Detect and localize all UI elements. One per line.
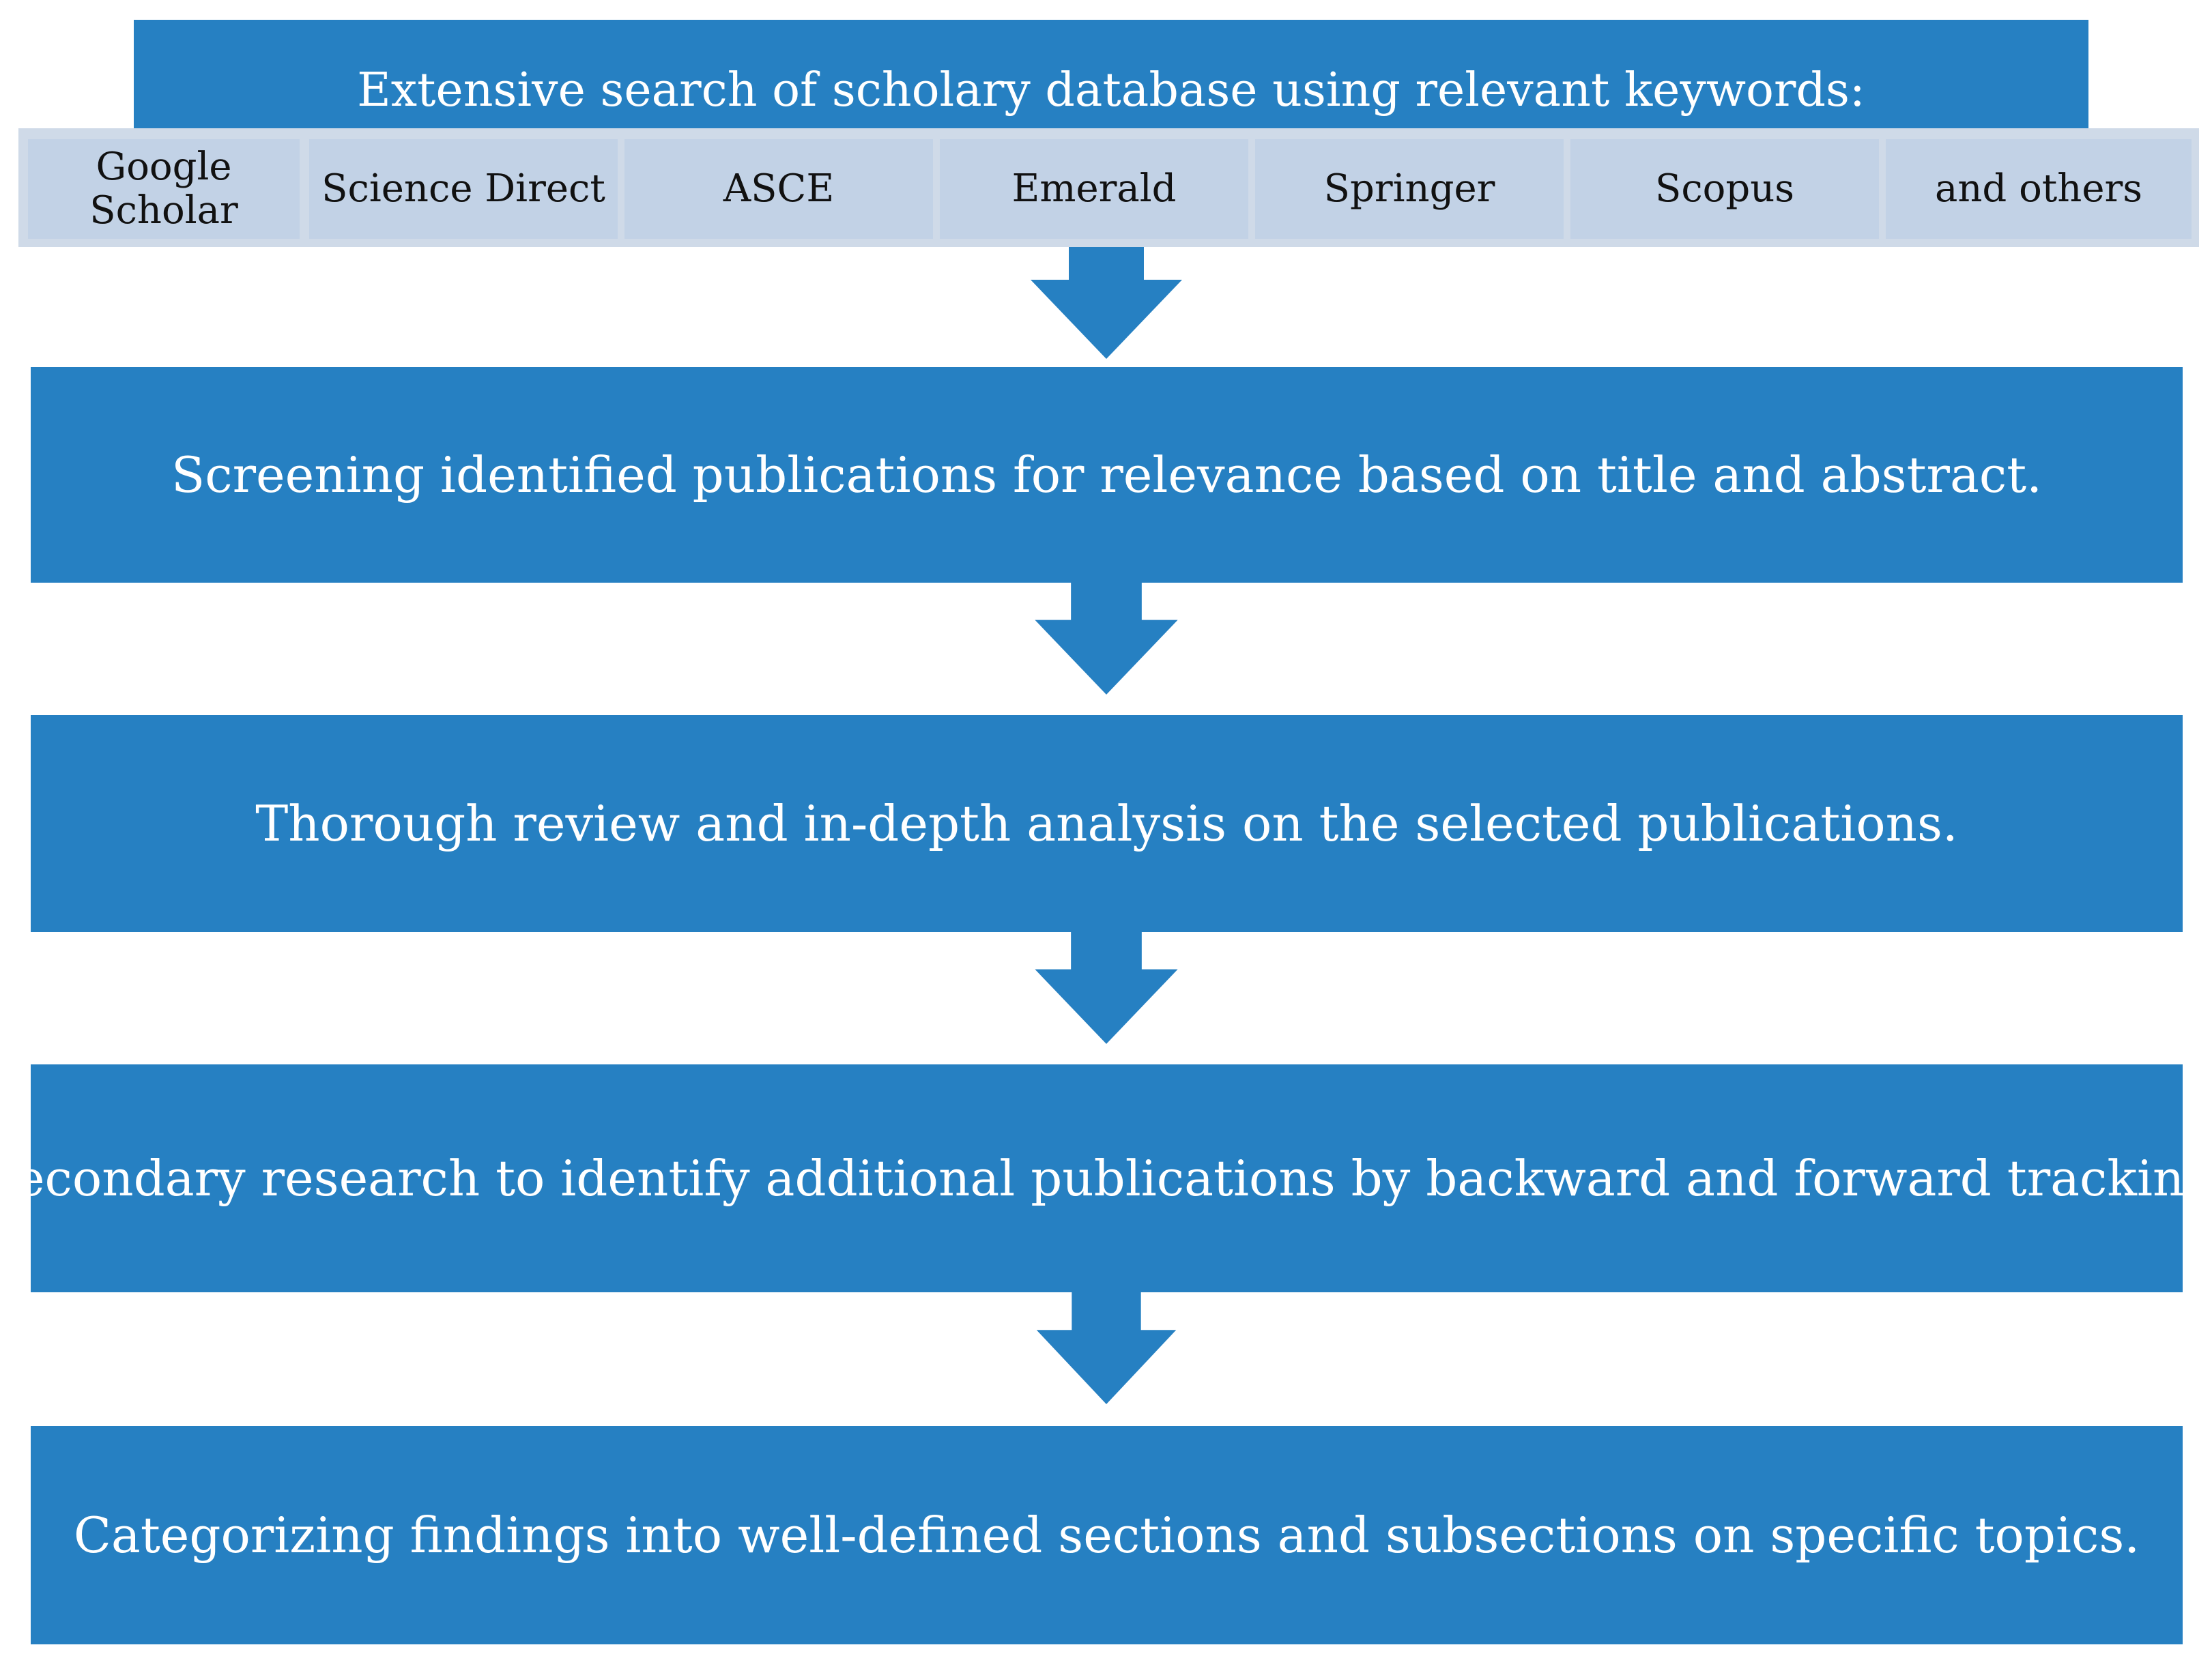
database-others: and others	[1886, 139, 2192, 239]
step-screening: Screening identified publications for re…	[31, 367, 2183, 583]
step-secondary-research: Secondary research to identify additiona…	[0, 1064, 2212, 1292]
step-screening-text: Screening identified publications for re…	[171, 446, 2043, 504]
step-categorizing-text: Categorizing findings into well-defined …	[73, 1507, 2140, 1564]
down-arrow-icon	[1035, 932, 1178, 1044]
database-springer: Springer	[1255, 139, 1564, 239]
database-asce: ASCE	[624, 139, 933, 239]
database-science-direct: Science Direct	[309, 139, 618, 239]
search-header: Extensive search of scholary database us…	[134, 20, 2088, 136]
database-list: Google Scholar Science Direct ASCE Emera…	[18, 128, 2199, 247]
database-scopus: Scopus	[1570, 139, 1879, 239]
database-google-scholar: Google Scholar	[28, 139, 300, 239]
database-emerald: Emerald	[940, 139, 1248, 239]
step-secondary-research-text: Secondary research to identify additiona…	[0, 1150, 2212, 1207]
down-arrow-icon	[1035, 583, 1178, 695]
search-header-title: Extensive search of scholary database us…	[357, 63, 1865, 117]
down-arrow-icon	[1031, 247, 1182, 359]
step-categorizing: Categorizing findings into well-defined …	[31, 1426, 2183, 1644]
step-review: Thorough review and in-depth analysis on…	[31, 715, 2183, 932]
down-arrow-icon	[1036, 1292, 1177, 1404]
step-review-text: Thorough review and in-depth analysis on…	[255, 795, 1958, 852]
